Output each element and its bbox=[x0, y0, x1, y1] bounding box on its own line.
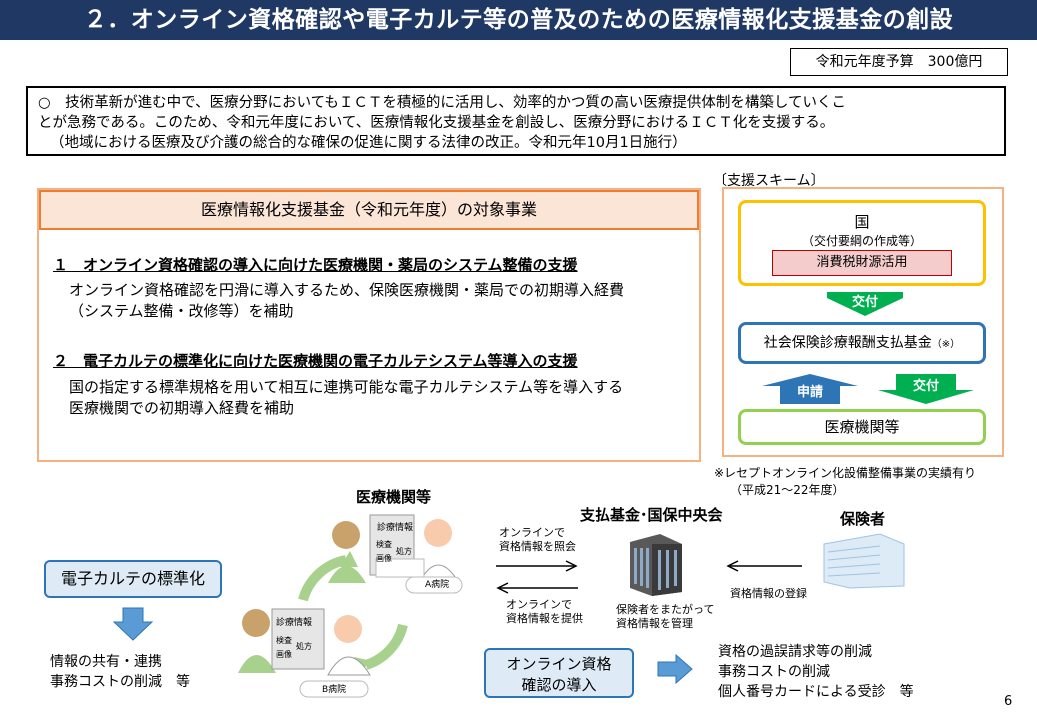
payment-fund-label: 社会保険診療報酬支払基金 bbox=[763, 335, 932, 351]
down-arrow-icon bbox=[112, 607, 154, 641]
register-label: 資格情報の登録 bbox=[730, 587, 807, 600]
intro-line-2: とが急務である。このため、令和元年度において、医療情報化支援基金を創設し、医療分… bbox=[38, 115, 835, 131]
screen-b-k2: 処方 bbox=[296, 642, 312, 651]
screen-b-k1: 検査 bbox=[276, 636, 292, 645]
medical-institutions-label: 医療機関等 bbox=[356, 488, 432, 506]
screen-a-k2: 処方 bbox=[396, 547, 412, 556]
effect-info-sharing: 情報の共有・連携 bbox=[50, 654, 162, 670]
insurer-building-icon bbox=[823, 533, 905, 589]
item-1-body-2: （システム整備・改修等）を補助 bbox=[69, 302, 294, 320]
effect-claims-reduction: 資格の過誤請求等の削減 bbox=[718, 644, 872, 660]
scheme-note-2: （平成21～22年度） bbox=[730, 483, 845, 497]
grant-arrow-2-label: 交付 bbox=[912, 379, 939, 394]
medical-institutions-box: 医療機関等 bbox=[738, 409, 986, 445]
effect-cost-reduction: 事務コストの削減 等 bbox=[50, 674, 190, 690]
server-building-icon bbox=[630, 534, 682, 596]
page-title: ２．オンライン資格確認や電子カルテ等の普及のための医療情報化支援基金の創設 bbox=[0, 0, 1037, 40]
item-1-body-1: オンライン資格確認を円滑に導入するため、保険医療機関・薬局での初期導入経費 bbox=[69, 281, 625, 299]
application-arrow-up-icon bbox=[762, 374, 858, 404]
online-provide-1: オンラインで bbox=[506, 598, 572, 611]
item-2-body-1: 国の指定する標準規格を用いて相互に連携可能な電子カルテシステム等を導入する bbox=[69, 378, 624, 396]
intro-box: ○ 技術革新が進む中で、医療分野においてもＩＣＴを積極的に活用し、効率的かつ質の… bbox=[26, 86, 1006, 156]
online-box-line-2: 確認の導入 bbox=[521, 676, 597, 694]
item-2-title: ２ 電子カルテの標準化に向けた医療機関の電子カルテシステム等導入の支援 bbox=[53, 352, 578, 370]
grant-arrow-label: 交付 bbox=[851, 295, 878, 310]
hospital-b-label: B病院 bbox=[322, 685, 347, 695]
application-arrow-label: 申請 bbox=[796, 385, 823, 400]
screen-a-title: 診療情報 bbox=[377, 523, 414, 533]
ehr-standardization-box: 電子カルテの標準化 bbox=[44, 560, 222, 598]
item-1-title: １ オンライン資格確認の導入に向けた医療機関・薬局のシステム整備の支援 bbox=[53, 256, 578, 274]
query-arrow-right-icon bbox=[496, 560, 578, 572]
ehr-effects: 情報の共有・連携 事務コストの削減 等 bbox=[50, 652, 190, 692]
scheme-label: 〔支援スキーム〕 bbox=[713, 173, 825, 189]
online-box-line-1: オンライン資格 bbox=[506, 655, 612, 673]
screen-a-k1: 検査 bbox=[376, 540, 392, 549]
register-arrow-left-icon bbox=[726, 560, 802, 572]
budget-badge: 令和元年度予算 300億円 bbox=[790, 48, 1008, 76]
screen-b-k3: 画像 bbox=[276, 650, 292, 659]
hospital-exchange-illustration bbox=[238, 514, 463, 698]
screen-a-k3: 画像 bbox=[376, 554, 392, 563]
hospital-a-label: A病院 bbox=[425, 580, 450, 590]
scheme-note-1: ※レセプトオンライン化設備整備事業の実績有り bbox=[714, 466, 977, 480]
page-number: 6 bbox=[1004, 694, 1013, 709]
screen-b-title: 診療情報 bbox=[276, 618, 313, 628]
provide-arrow-left-icon bbox=[496, 582, 578, 594]
effect-mynumber-card: 個人番号カードによる受診 等 bbox=[718, 684, 914, 700]
payment-fund-box: 社会保険診療報酬支払基金（※） bbox=[738, 322, 986, 364]
online-effects: 資格の過誤請求等の削減 事務コストの削減 個人番号カードによる受診 等 bbox=[718, 642, 914, 702]
manage-2: 資格情報を管理 bbox=[616, 617, 693, 630]
government-label: 国 bbox=[854, 213, 870, 231]
online-qualification-box: オンライン資格 確認の導入 bbox=[484, 648, 634, 698]
intro-line-1: ○ 技術革新が進む中で、医療分野においてもＩＣＴを積極的に活用し、効率的かつ質の… bbox=[38, 95, 846, 111]
payment-fund-note: （※） bbox=[931, 339, 961, 350]
manage-1: 保険者をまたがって bbox=[616, 603, 715, 616]
target-projects-box: 医療情報化支援基金（令和元年度）の対象事業 １ オンライン資格確認の導入に向けた… bbox=[37, 188, 701, 462]
right-arrow-icon bbox=[657, 654, 693, 684]
tax-source-box: 消費税財源活用 bbox=[772, 250, 952, 276]
target-heading: 医療情報化支援基金（令和元年度）の対象事業 bbox=[39, 190, 699, 230]
insurer-label: 保険者 bbox=[840, 510, 886, 528]
online-provide-2: 資格情報を提供 bbox=[506, 612, 583, 625]
government-sub: （交付要綱の作成等） bbox=[801, 234, 922, 248]
effect-admin-cost: 事務コストの削減 bbox=[718, 664, 830, 680]
item-2-body-2: 医療機関での初期導入経費を補助 bbox=[69, 399, 295, 417]
fund-center-label: 支払基金･国保中央会 bbox=[580, 506, 723, 524]
grant-arrow-down-2-icon bbox=[878, 374, 974, 404]
online-query-1: オンラインで bbox=[499, 526, 565, 539]
grant-arrow-down-icon bbox=[827, 292, 903, 316]
intro-line-3: （地域における医療及び介護の総合的な確保の促進に関する法律の改正。令和元年10月… bbox=[50, 135, 687, 151]
online-query-2: 資格情報を照会 bbox=[499, 540, 576, 553]
